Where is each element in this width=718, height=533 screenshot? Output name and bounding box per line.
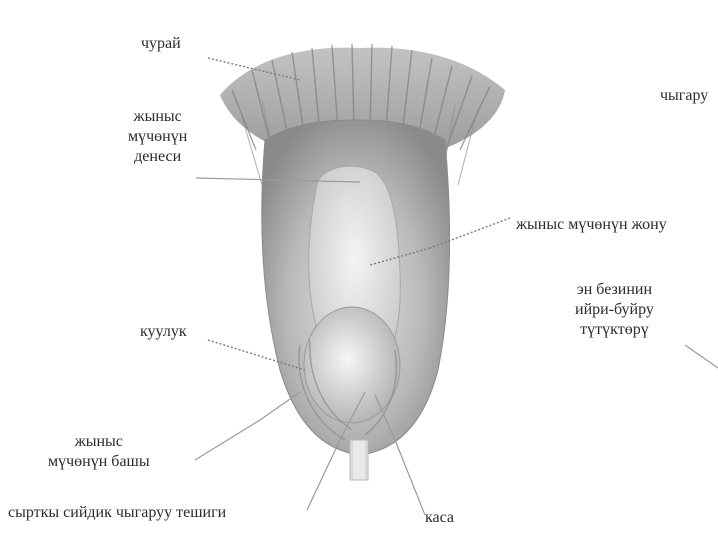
label-back: жыныс мүчөнүн жону — [516, 215, 667, 235]
label-body-line3: денеси — [128, 147, 187, 167]
label-head: жыныс мүчөнүн башы — [48, 432, 150, 472]
label-churai: чурай — [141, 34, 181, 54]
label-urethra-opening: сырткы сийдик чыгаруу тешиги — [8, 503, 226, 523]
label-gland: эн безинин ийри-буйру түтүктөрү — [575, 280, 654, 340]
label-head-line1: жыныс — [48, 432, 150, 452]
label-gland-line3: түтүктөрү — [575, 320, 654, 340]
label-body: жыныс мүчөнүн денеси — [128, 107, 187, 167]
urethra-tube — [350, 440, 368, 480]
label-head-line2: мүчөнүн башы — [48, 452, 150, 472]
glans — [304, 307, 400, 423]
label-chygaruu-top: чыгару — [660, 86, 708, 106]
label-kasa: каса — [425, 508, 454, 528]
label-gland-line2: ийри-буйру — [575, 300, 654, 320]
label-body-line1: жыныс — [128, 107, 187, 127]
label-body-line2: мүчөнүн — [128, 127, 187, 147]
label-kuuluk: куулук — [140, 322, 187, 342]
label-gland-line1: эн безинин — [575, 280, 654, 300]
